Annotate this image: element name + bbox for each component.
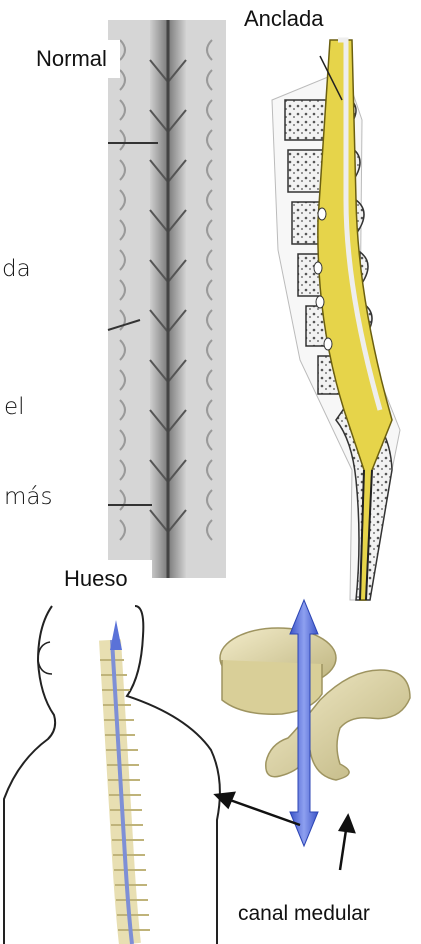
canal-medular-label: canal medular bbox=[238, 902, 370, 926]
human-back-illustration bbox=[4, 606, 220, 944]
vertebra-illustration bbox=[220, 600, 410, 846]
partial-text-line-3: más bbox=[4, 484, 52, 510]
normal-label: Normal bbox=[36, 46, 107, 72]
partial-text-line-2: el bbox=[4, 394, 25, 420]
pointer-arrows bbox=[216, 793, 354, 870]
partial-text-line-1: da bbox=[2, 256, 31, 282]
anclada-label: Anclada bbox=[244, 6, 324, 32]
tethered-cord-illustration bbox=[272, 40, 400, 600]
xray-spine-image bbox=[108, 20, 226, 578]
hueso-label: Hueso bbox=[64, 566, 128, 592]
